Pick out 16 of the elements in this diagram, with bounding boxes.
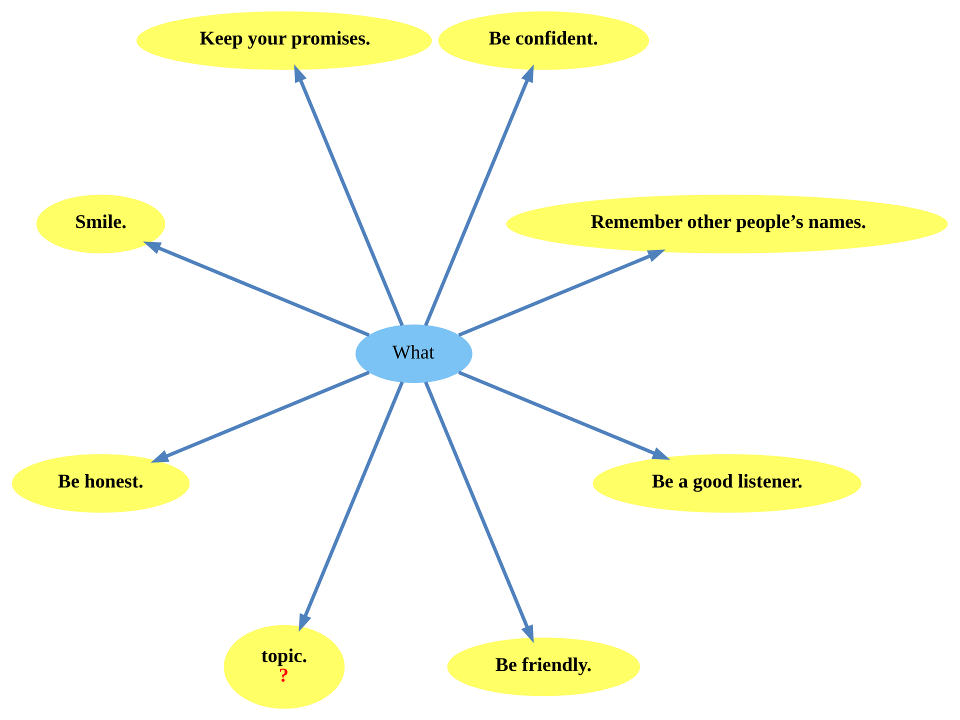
node-ellipse: Keep your promises. (136, 11, 432, 70)
arrow (298, 381, 404, 632)
node-ellipse: Be honest. (12, 454, 190, 513)
node-ellipse: Be a good listener. (592, 454, 862, 513)
arrow (142, 241, 370, 337)
arrow (424, 381, 534, 644)
node-ellipse: topic. ? (224, 624, 345, 709)
arrow (424, 64, 534, 326)
arrow (458, 249, 666, 337)
node-ellipse: Remember other people’s names. (506, 194, 948, 254)
arrow (294, 64, 404, 326)
node-ellipse: Be confident. (438, 11, 650, 70)
arrow (458, 370, 670, 460)
arrow (150, 370, 370, 463)
node-ellipse: What (356, 324, 472, 383)
node-ellipse: Be friendly. (447, 638, 640, 696)
